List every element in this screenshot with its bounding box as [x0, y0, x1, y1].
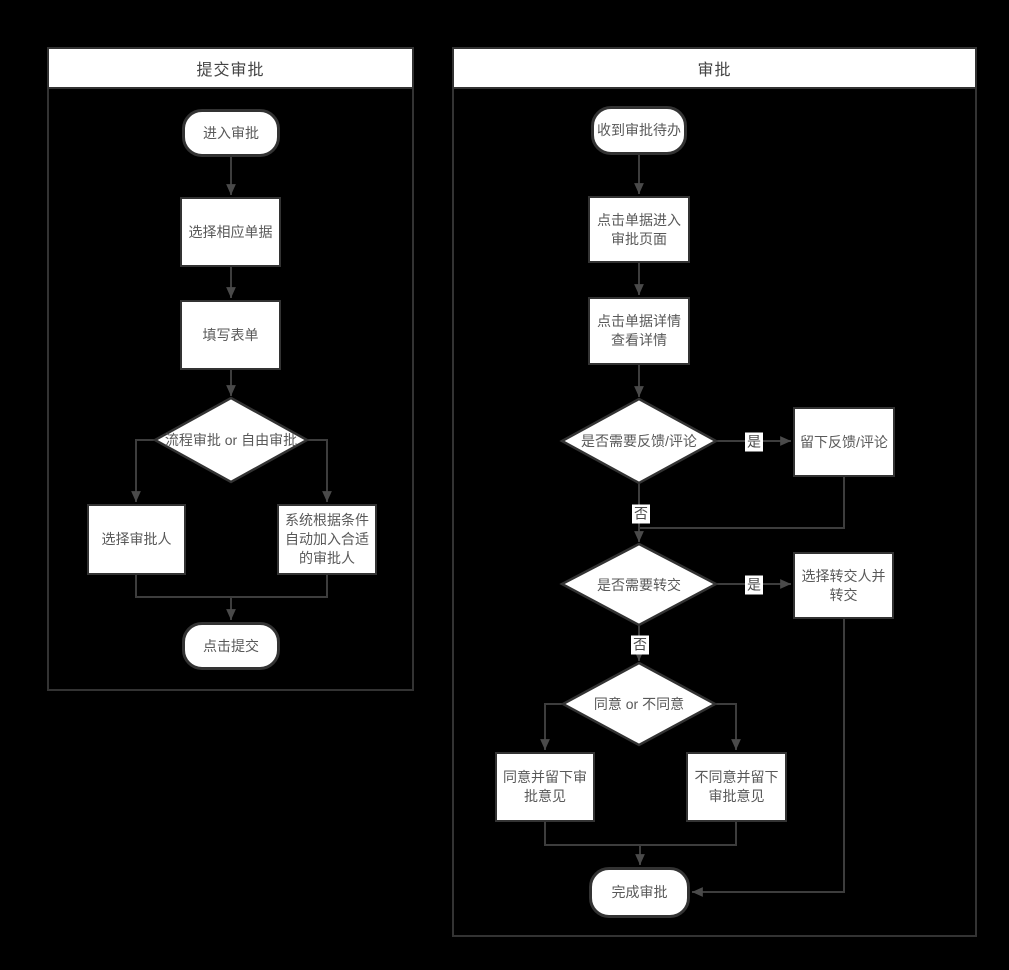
- edge-branch-to-auto: [307, 439, 332, 502]
- node-finish-approval: 完成审批: [589, 867, 690, 918]
- decision-approval-type-shape: [152, 396, 310, 484]
- node-leave-feedback: 留下反馈/评论: [793, 407, 895, 477]
- decision-need-transfer-label: 是否需要转交: [597, 576, 681, 593]
- node-choose-approver: 选择审批人: [87, 504, 186, 575]
- edge-branch-to-pick: [131, 439, 155, 502]
- lane-approval: 审批: [452, 47, 977, 937]
- decision-agree-or-not-shape: [560, 661, 718, 747]
- node-transfer: 选择转交人并转交: [793, 552, 894, 619]
- lane-title-submit-approval: 提交审批: [49, 49, 412, 89]
- lane-title-approval: 审批: [454, 49, 975, 89]
- node-fill-form: 填写表单: [180, 300, 281, 370]
- node-enter-approval: 进入审批: [182, 109, 280, 157]
- lane-submit-approval: 提交审批: [47, 47, 414, 691]
- edge-label-yes-transfer: 是: [745, 575, 763, 595]
- edge-label-yes-feedback: 是: [745, 432, 763, 452]
- node-disagree-with-comment: 不同意并留下审批意见: [686, 752, 787, 822]
- node-view-details: 点击单据详情查看详情: [588, 297, 690, 365]
- decision-need-transfer-shape: [559, 542, 719, 627]
- node-open-approval-page: 点击单据进入审批页面: [588, 196, 690, 263]
- decision-need-feedback-label: 是否需要反馈/评论: [581, 433, 697, 449]
- decision-approval-type-label: 流程审批 or 自由审批: [164, 432, 298, 448]
- node-agree-with-comment: 同意并留下审批意见: [495, 752, 595, 822]
- edge-merge-left: [135, 575, 328, 598]
- edge-feedback-return: [640, 477, 845, 529]
- edge-transfer-to-finish: [692, 619, 845, 897]
- edge-decide-disagree: [715, 703, 741, 750]
- decision-agree-or-not-label: 同意 or 不同意: [593, 696, 685, 712]
- edge-decide-agree: [540, 703, 563, 750]
- edge-label-no-feedback: 否: [632, 504, 650, 524]
- edge-label-no-transfer: 否: [631, 635, 649, 655]
- node-select-document: 选择相应单据: [180, 197, 281, 267]
- node-auto-approver: 系统根据条件自动加入合适的审批人: [277, 504, 377, 575]
- decision-need-feedback-shape: [559, 397, 719, 485]
- edge-merge-right: [544, 822, 737, 846]
- node-receive-todo: 收到审批待办: [591, 106, 687, 155]
- node-click-submit: 点击提交: [182, 622, 280, 670]
